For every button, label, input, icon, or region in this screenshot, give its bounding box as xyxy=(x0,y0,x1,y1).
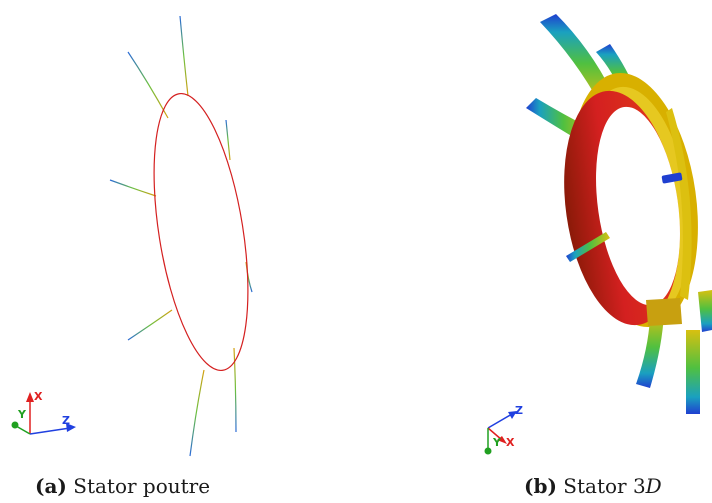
beam-ring xyxy=(153,92,249,372)
beam-arm-left xyxy=(109,179,157,197)
arm-bottom-left xyxy=(636,314,664,388)
ring-hole xyxy=(596,106,680,306)
caption-a: (a) Stator poutre xyxy=(35,474,210,498)
caption-a-label: (a) xyxy=(35,474,67,498)
caption-b: (b) Stator 3D xyxy=(524,474,662,498)
solid-stator-figure: Z X Y xyxy=(484,14,712,455)
beam-stator-figure: X Y Z xyxy=(11,15,253,457)
panel-stator-3d: Z X Y (b) Stator 3D xyxy=(360,0,712,503)
arm-left-thin xyxy=(566,232,610,262)
arm-top-left xyxy=(540,14,612,104)
beam-arm-top-left xyxy=(127,51,169,119)
axis-triad-a: X Y Z xyxy=(11,390,76,435)
axis-x-label: X xyxy=(34,390,43,403)
arm-bottom-mid xyxy=(686,330,700,414)
beam-arm-lower-left xyxy=(127,309,173,341)
beam-arm-bottom-left xyxy=(189,369,205,457)
caption-b-text: Stator 3 xyxy=(563,474,646,498)
beam-arm-upper-right xyxy=(225,119,231,161)
ring-tab xyxy=(661,172,683,184)
caption-b-italic: D xyxy=(645,474,662,498)
arm-right-edge xyxy=(698,290,712,332)
panel-stator-poutre: X Y Z (a) Stator poutre xyxy=(11,15,253,498)
beam-arm-bottom-right xyxy=(233,347,237,433)
beam-arms xyxy=(109,15,253,457)
axis-triad-b: Z X Y xyxy=(484,404,523,455)
axis-z-label: Z xyxy=(62,414,70,427)
caption-a-text: Stator poutre xyxy=(73,474,211,498)
solid-arms-front xyxy=(566,232,712,414)
beam-arm-top-right xyxy=(179,15,189,97)
axis-x-label-b: X xyxy=(506,436,515,449)
axis-z-label-b: Z xyxy=(515,404,523,417)
axis-y-label-b: Y xyxy=(492,436,502,449)
arm-lower-left-bracket xyxy=(646,298,682,326)
ring-inner-band xyxy=(666,108,692,300)
caption-b-label: (b) xyxy=(524,474,557,498)
axis-y-label: Y xyxy=(17,408,27,421)
beam-arm-right xyxy=(245,261,253,293)
